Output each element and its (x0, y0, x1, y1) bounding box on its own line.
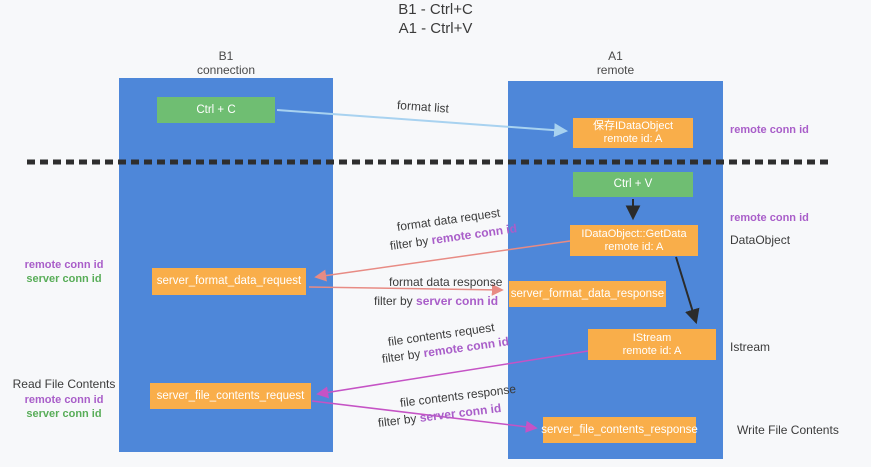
dataobject-label: DataObject (730, 233, 791, 247)
istream-side-label: Istream (730, 340, 771, 354)
server-format-data-request-node: server_format_data_request (152, 268, 306, 295)
format-data-response-label: format data response (389, 275, 503, 289)
remote-conn-id-label: remote conn id (730, 212, 809, 224)
diagram-title: B1 - Ctrl+C A1 - Ctrl+V (0, 0, 871, 38)
getdata-node: IDataObject::GetData remote id: A (570, 225, 698, 256)
filter-by-text: filter by (389, 233, 433, 253)
right-column-name: A1 (608, 49, 623, 63)
server-format-data-response-node: server_format_data_response (509, 281, 666, 307)
filter-by-text: filter by (377, 410, 421, 430)
right-column-role: remote (596, 63, 635, 77)
server-file-contents-response-node: server_file_contents_response (541, 417, 698, 443)
getdata-remote-id: remote id: A (604, 240, 664, 253)
save-idataobject-remote-id: remote id: A (603, 133, 663, 145)
left-column-header: B1 connection (119, 49, 333, 77)
remote-conn-id-label: remote conn id (730, 124, 809, 136)
left-column-role: connection (196, 63, 256, 77)
write-file-contents-label: Write File Contents (737, 423, 839, 437)
remote-conn-id-label: remote conn id (24, 259, 104, 271)
left-column-name: B1 (218, 49, 234, 63)
istream-label: IStream (632, 331, 672, 344)
right-column-header: A1 remote (508, 49, 723, 77)
getdata-label: IDataObject::GetData (581, 227, 687, 240)
format-data-response-filter: filter by server conn id (374, 294, 498, 308)
title-line-1: B1 - Ctrl+C (398, 1, 473, 18)
server-conn-id-text: server conn id (416, 294, 499, 308)
format-list-label: format list (396, 98, 450, 116)
save-idataobject-node: 保存IDataObject remote id: A (573, 118, 693, 148)
remote-conn-id-label: remote conn id (24, 394, 104, 406)
ctrl-v-node: Ctrl + V (573, 172, 693, 197)
filter-by-text: filter by (381, 346, 425, 366)
read-file-contents-label: Read File Contents (12, 377, 116, 391)
server-conn-id-label: server conn id (26, 408, 102, 420)
server-file-contents-request-node: server_file_contents_request (150, 383, 311, 409)
left-conn-id-block-bottom: remote conn id server conn id (12, 393, 116, 421)
istream-node: IStream remote id: A (588, 329, 716, 360)
istream-remote-id: remote id: A (622, 344, 682, 357)
filter-by-text: filter by (374, 294, 417, 308)
server-conn-id-label: server conn id (26, 273, 102, 285)
save-idataobject-label: 保存IDataObject (592, 120, 674, 132)
file-contents-response-filter: filter by server conn id (377, 401, 502, 430)
left-conn-id-block-top: remote conn id server conn id (12, 258, 116, 286)
title-line-2: A1 - Ctrl+V (398, 20, 473, 37)
ctrl-c-node: Ctrl + C (157, 97, 275, 123)
